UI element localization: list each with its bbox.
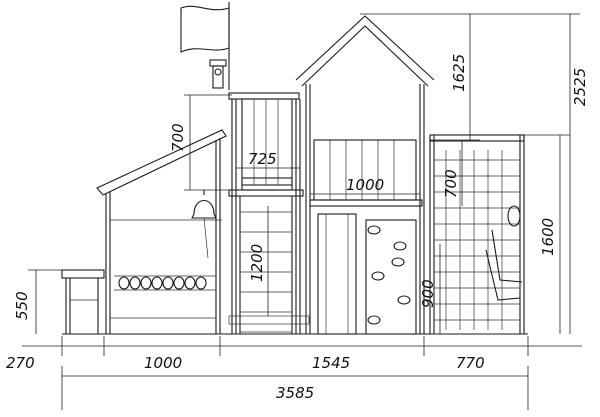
left-shed bbox=[96, 129, 227, 334]
dim-1000-house: 1000 bbox=[346, 176, 384, 194]
dimension-labels: 725 700 1000 1625 2525 700 1200 1600 550… bbox=[6, 54, 589, 402]
bead bbox=[151, 276, 163, 290]
dim-1000-seg: 1000 bbox=[144, 354, 182, 372]
dim-1545: 1545 bbox=[312, 354, 350, 372]
climbing-stone bbox=[367, 225, 381, 235]
dim-700-left: 700 bbox=[169, 123, 187, 152]
house bbox=[295, 15, 435, 335]
climbing-net bbox=[429, 134, 525, 334]
dimension-lines bbox=[22, 13, 582, 410]
bead bbox=[184, 276, 196, 290]
dim-550: 550 bbox=[13, 291, 31, 320]
climbing-stone bbox=[367, 315, 381, 325]
abacus bbox=[110, 275, 216, 319]
climbing-stone bbox=[397, 295, 411, 305]
bench bbox=[61, 269, 105, 334]
dim-270: 270 bbox=[6, 354, 35, 372]
bead bbox=[129, 276, 141, 290]
bead bbox=[118, 276, 130, 290]
bead bbox=[162, 276, 174, 290]
dim-3585: 3585 bbox=[276, 384, 314, 402]
bead bbox=[140, 276, 152, 290]
dim-700-right: 700 bbox=[442, 169, 460, 198]
tower bbox=[228, 92, 304, 334]
dim-1200: 1200 bbox=[248, 244, 266, 282]
bead bbox=[195, 276, 207, 290]
dim-1625: 1625 bbox=[450, 54, 468, 92]
climbing-stone bbox=[391, 257, 405, 267]
dim-1600: 1600 bbox=[539, 218, 557, 256]
climbing-stone bbox=[393, 241, 407, 251]
bead bbox=[173, 276, 185, 290]
dim-770: 770 bbox=[456, 354, 485, 372]
flag bbox=[180, 2, 230, 90]
climbing-stone bbox=[371, 271, 385, 281]
dim-2525: 2525 bbox=[571, 68, 589, 106]
dim-725: 725 bbox=[248, 150, 277, 168]
dim-900: 900 bbox=[419, 279, 437, 308]
